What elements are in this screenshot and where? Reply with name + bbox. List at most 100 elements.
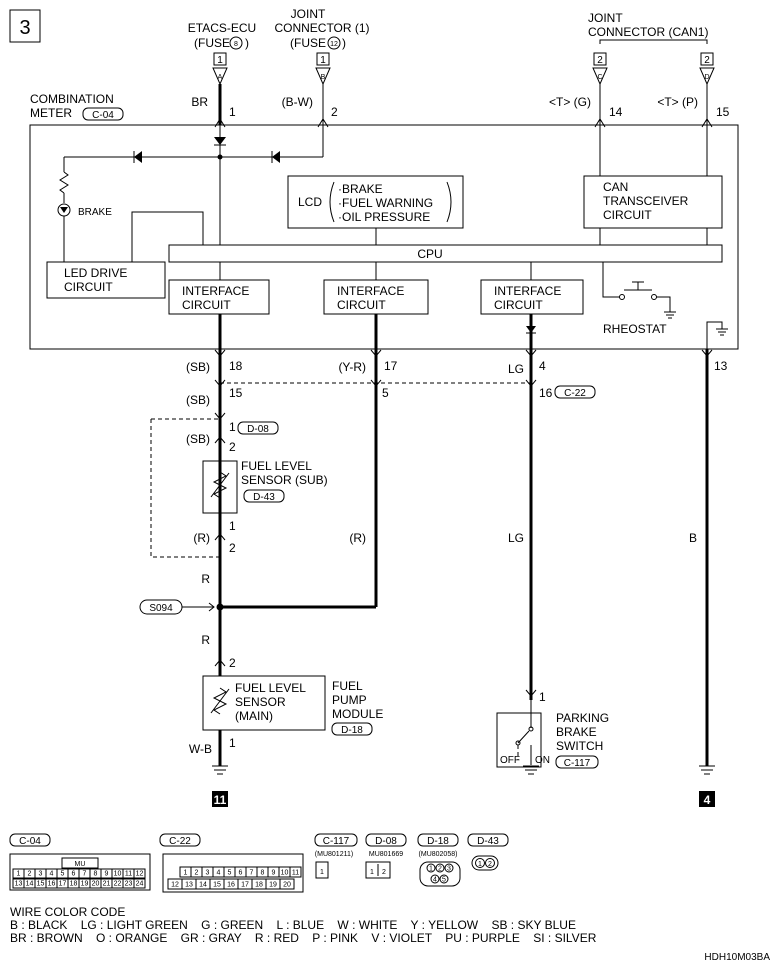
c22-pin-3: 3 (206, 870, 210, 877)
cpu-box (168, 244, 723, 263)
c04-pin-2: 2 (28, 871, 32, 878)
d18-pin-2: 2 (438, 866, 442, 873)
d18-pin-5: 5 (442, 877, 446, 884)
c22-face-label: C-22 (169, 836, 191, 847)
led-drive-cpu-wire (131, 211, 204, 262)
d08-part: MU801669 (369, 851, 403, 858)
meter-label-2: METER (30, 106, 72, 120)
c22-face-label-box (159, 833, 201, 847)
diode-pin4 (526, 326, 536, 333)
c117-face-label-box (314, 833, 358, 847)
d08-face-pin-2: 2 (382, 869, 386, 876)
c04-pin-1: 1 (17, 871, 21, 878)
parking-on: ON (535, 755, 550, 766)
c22-pin-1: 1 (184, 870, 188, 877)
jc1-terminal-box (316, 52, 330, 66)
c04-pin-20: 20 (92, 881, 100, 888)
c22-pin-13: 13 (185, 882, 193, 889)
can-label-1: CAN (603, 180, 628, 194)
d08-connector: D-08 (247, 424, 269, 435)
c117-part: (MU801211) (315, 851, 353, 858)
c04-pin-15: 15 (37, 881, 45, 888)
c117-connector: C-117 (564, 758, 591, 769)
d43-face-pin-1: 1 (478, 861, 482, 868)
main-sensor-pin2-arrow (214, 659, 226, 667)
c22-pin15-arrow (214, 379, 226, 387)
d43-connector-box (243, 489, 285, 503)
meter-pin-13: 13 (714, 359, 728, 373)
jccan-label-2: CONNECTOR (CAN1) (588, 25, 708, 39)
lcd-item-fuel: ·FUEL WARNING (338, 196, 433, 210)
combination-meter-box (29, 124, 739, 350)
diode-right (272, 151, 280, 163)
c04-connector-face (9, 853, 151, 891)
document-code: HDH10M03BA (704, 952, 770, 963)
d43-face-label-box (467, 833, 509, 847)
c04-face-label-box (9, 833, 51, 847)
interface-1-label-2: CIRCUIT (182, 298, 231, 312)
d43-pin-2-circle (485, 858, 495, 868)
c04-pin-4: 4 (50, 871, 54, 878)
c04-pin-13: 13 (15, 881, 23, 888)
etacs-wire-color: BR (191, 95, 208, 109)
fuel-pump-label-2: PUMP (332, 693, 367, 707)
d43-pin-1-circle (475, 858, 485, 868)
c04-pin-5: 5 (61, 871, 65, 878)
c22-pin-17: 17 (241, 882, 249, 889)
c22-pin-15: 15 (229, 386, 243, 400)
rheostat-contact-1 (619, 294, 625, 300)
c22-pin-8: 8 (261, 870, 265, 877)
w-b-wire-color: W-B (189, 742, 212, 756)
d18-pin-circle-2 (435, 863, 445, 873)
lcd-item-oil: ·OIL PRESSURE (338, 210, 430, 224)
etacs-fuse-close: ) (245, 36, 249, 50)
c04-cell-24 (133, 878, 146, 889)
wire-17-color: (Y-R) (338, 360, 366, 374)
b-wire-color: B (689, 531, 697, 545)
r-wire-color-right: (R) (349, 531, 366, 545)
meter-connector: C-04 (92, 110, 114, 121)
d08-pin1-arrow (214, 412, 226, 420)
c22-pin-16: 16 (227, 882, 235, 889)
diode-left (134, 151, 142, 163)
d43-face-pin-2: 2 (488, 861, 492, 868)
c04-pin-22: 22 (114, 881, 122, 888)
interface-3-label-2: CIRCUIT (494, 298, 543, 312)
fuel-pump-label-3: MODULE (332, 707, 383, 721)
d18-face-label: D-18 (427, 836, 449, 847)
c04-pin-17: 17 (59, 881, 67, 888)
r-wire-color-1: R (201, 572, 210, 586)
c22-pin-7: 7 (250, 870, 254, 877)
d18-face-label-box (417, 833, 459, 847)
lcd-paren-right (446, 181, 452, 223)
meter-pin-1: 1 (229, 105, 236, 119)
brake-led-label: BRAKE (78, 207, 112, 218)
jccan-label-1: JOINT (588, 11, 623, 25)
c04-pin-11: 11 (125, 871, 132, 878)
rheostat-button-icon (624, 281, 652, 291)
pin1-arrow (214, 118, 226, 128)
rheostat-ground-icon (664, 311, 676, 319)
meter-pin-4: 4 (539, 359, 546, 373)
c22-pin-2: 2 (195, 870, 199, 877)
c22-pin-6: 6 (239, 870, 243, 877)
d08-pin-2: 2 (229, 440, 236, 454)
d18-pin-circle-3 (444, 863, 454, 873)
jc1-terminal: 1 (320, 55, 326, 66)
meter-pin-15: 15 (716, 105, 730, 119)
c22-pin-4: 4 (217, 870, 221, 877)
meter-ground-icon (716, 328, 728, 336)
c22-pin-12: 12 (171, 882, 179, 889)
cpu-label: CPU (417, 247, 442, 261)
c22-pin-10: 10 (281, 870, 289, 877)
diode-pin1 (214, 137, 226, 145)
c04-pin-10: 10 (114, 871, 122, 878)
r-wire-color-2: R (201, 633, 210, 647)
c22-pin-9: 9 (272, 870, 276, 877)
d43-connector: D-43 (253, 492, 275, 503)
jccan-pin-d: D (704, 74, 709, 81)
rheostat-label: RHEOSTAT (603, 322, 667, 336)
